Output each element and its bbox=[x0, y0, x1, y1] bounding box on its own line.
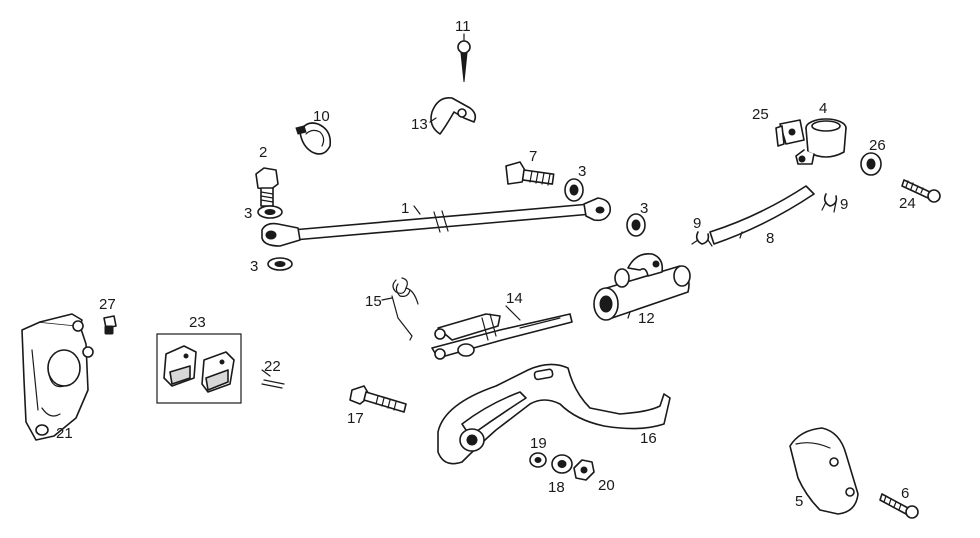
callout-16: 16 bbox=[640, 430, 657, 447]
part-bolt-2 bbox=[255, 167, 279, 207]
callout-26: 26 bbox=[869, 137, 886, 154]
callout-10: 10 bbox=[313, 108, 330, 125]
part-nut-18 bbox=[551, 454, 573, 474]
part-washer-19 bbox=[529, 452, 547, 468]
leader-lines bbox=[261, 33, 743, 377]
part-caliper-21 bbox=[21, 313, 94, 441]
callout-9b: 9 bbox=[840, 196, 848, 213]
part-washer-3d bbox=[626, 213, 646, 237]
callout-12: 12 bbox=[638, 310, 655, 327]
part-clip-9a bbox=[691, 231, 713, 247]
callout-9a: 9 bbox=[693, 215, 701, 232]
callout-7: 7 bbox=[529, 148, 537, 165]
part-brake-pads-23 bbox=[156, 333, 242, 404]
callout-15: 15 bbox=[365, 293, 382, 310]
callout-17: 17 bbox=[347, 410, 364, 427]
part-spring-15 bbox=[391, 277, 419, 341]
callout-25: 25 bbox=[752, 106, 769, 123]
callout-labels: 1 2 3 3 3 3 4 5 6 7 8 9 9 10 11 12 13 14… bbox=[56, 18, 916, 510]
callout-13: 13 bbox=[411, 116, 428, 133]
callout-2: 2 bbox=[259, 144, 267, 161]
part-nut-20 bbox=[573, 459, 595, 481]
part-bolt-7 bbox=[505, 161, 555, 186]
callout-1: 1 bbox=[401, 200, 409, 217]
part-bleed-screw-27 bbox=[103, 315, 117, 335]
part-clip-10 bbox=[295, 122, 332, 155]
callout-3b: 3 bbox=[250, 258, 258, 275]
callout-4: 4 bbox=[819, 100, 827, 117]
callout-14: 14 bbox=[506, 290, 523, 307]
callout-6: 6 bbox=[901, 485, 909, 502]
callout-18: 18 bbox=[548, 479, 565, 496]
part-washer-3b bbox=[267, 257, 293, 271]
part-washer-26 bbox=[860, 152, 882, 176]
callout-21: 21 bbox=[56, 425, 73, 442]
callout-24: 24 bbox=[899, 195, 916, 212]
part-pin-22 bbox=[261, 379, 285, 389]
part-rod-14 bbox=[431, 313, 573, 360]
part-screw-24 bbox=[901, 179, 941, 203]
part-brake-hose-1 bbox=[261, 197, 612, 247]
callout-5: 5 bbox=[795, 493, 803, 510]
part-hose-8 bbox=[709, 185, 815, 245]
callout-23: 23 bbox=[189, 314, 206, 331]
part-bolt-17 bbox=[349, 385, 407, 413]
part-clip-9b bbox=[821, 193, 838, 213]
callout-8: 8 bbox=[766, 230, 774, 247]
part-bracket-25 bbox=[775, 119, 805, 147]
part-washer-3c bbox=[564, 178, 584, 202]
part-screw-6 bbox=[879, 493, 919, 519]
part-clamp-13 bbox=[430, 96, 477, 135]
part-brake-pedal-16 bbox=[437, 363, 671, 465]
callout-11: 11 bbox=[455, 18, 471, 35]
callout-22: 22 bbox=[264, 358, 281, 375]
callout-3d: 3 bbox=[640, 200, 648, 217]
callout-20: 20 bbox=[598, 477, 615, 494]
part-washer-3a bbox=[257, 205, 283, 219]
part-cover-5 bbox=[789, 427, 859, 515]
callout-3a: 3 bbox=[244, 205, 252, 222]
callout-19: 19 bbox=[530, 435, 547, 452]
part-reservoir-4 bbox=[795, 118, 847, 165]
callout-27: 27 bbox=[99, 296, 116, 313]
part-screw-11 bbox=[457, 40, 471, 83]
callout-3c: 3 bbox=[578, 163, 586, 180]
part-master-cylinder-12 bbox=[593, 252, 691, 321]
